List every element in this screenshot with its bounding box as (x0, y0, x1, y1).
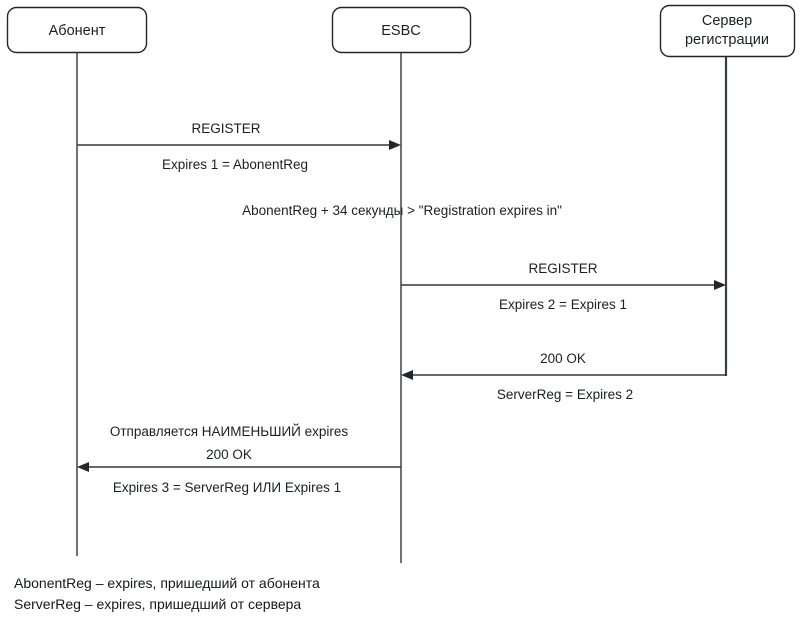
actor-label-server-line1: Сервер (702, 13, 752, 29)
message-register-1-label-above: REGISTER (191, 121, 260, 136)
actor-label-server-line2: регистрации (685, 32, 769, 48)
message-register-2-label-above: REGISTER (528, 261, 597, 276)
message-200ok-server[interactable]: 200 OK ServerReg = Expires 2 (401, 351, 726, 402)
message-register-2[interactable]: REGISTER Expires 2 = Expires 1 (401, 261, 726, 312)
message-200ok-abonent-label-below: Expires 3 = ServerReg ИЛИ Expires 1 (113, 480, 341, 495)
note-expiry-check: AbonentReg + 34 секунды > "Registration … (242, 203, 562, 218)
message-200ok-abonent-label-above-2: 200 OK (206, 447, 252, 462)
actor-box-server[interactable]: Сервер регистрации (659, 4, 796, 58)
actor-box-esbc-rect (331, 6, 472, 54)
legend-line-abonentreg: AbonentReg – expires, пришедший от абоне… (14, 575, 320, 591)
legend-line-serverreg: ServerReg – expires, пришедший от сервер… (14, 596, 301, 612)
message-200ok-server-label-above: 200 OK (540, 351, 586, 366)
message-200ok-abonent-label-above-1: Отправляется НАИМЕНЬШИЙ expires (110, 424, 349, 439)
actor-box-abonent-rect (6, 6, 148, 54)
arrowhead-left-200ok-abonent (77, 462, 89, 472)
message-register-2-label-below: Expires 2 = Expires 1 (499, 297, 627, 312)
arrowhead-left-200ok-server (401, 370, 413, 380)
legend: AbonentReg – expires, пришедший от абоне… (14, 575, 320, 612)
actor-box-server-rect (659, 4, 796, 58)
actor-box-abonent[interactable]: Абонент (6, 6, 148, 54)
message-register-1[interactable]: REGISTER Expires 1 = AbonentReg (77, 121, 401, 172)
actor-box-esbc[interactable]: ESBC (331, 6, 472, 54)
actor-label-abonent: Абонент (49, 23, 106, 39)
arrowhead-right-register-2 (714, 280, 726, 290)
message-register-1-label-below: Expires 1 = AbonentReg (162, 157, 308, 172)
arrowhead-right-register-1 (389, 140, 401, 150)
message-200ok-server-label-below: ServerReg = Expires 2 (497, 387, 633, 402)
message-200ok-abonent[interactable]: Отправляется НАИМЕНЬШИЙ expires 200 OK E… (77, 424, 401, 495)
actor-label-esbc: ESBC (381, 23, 421, 39)
